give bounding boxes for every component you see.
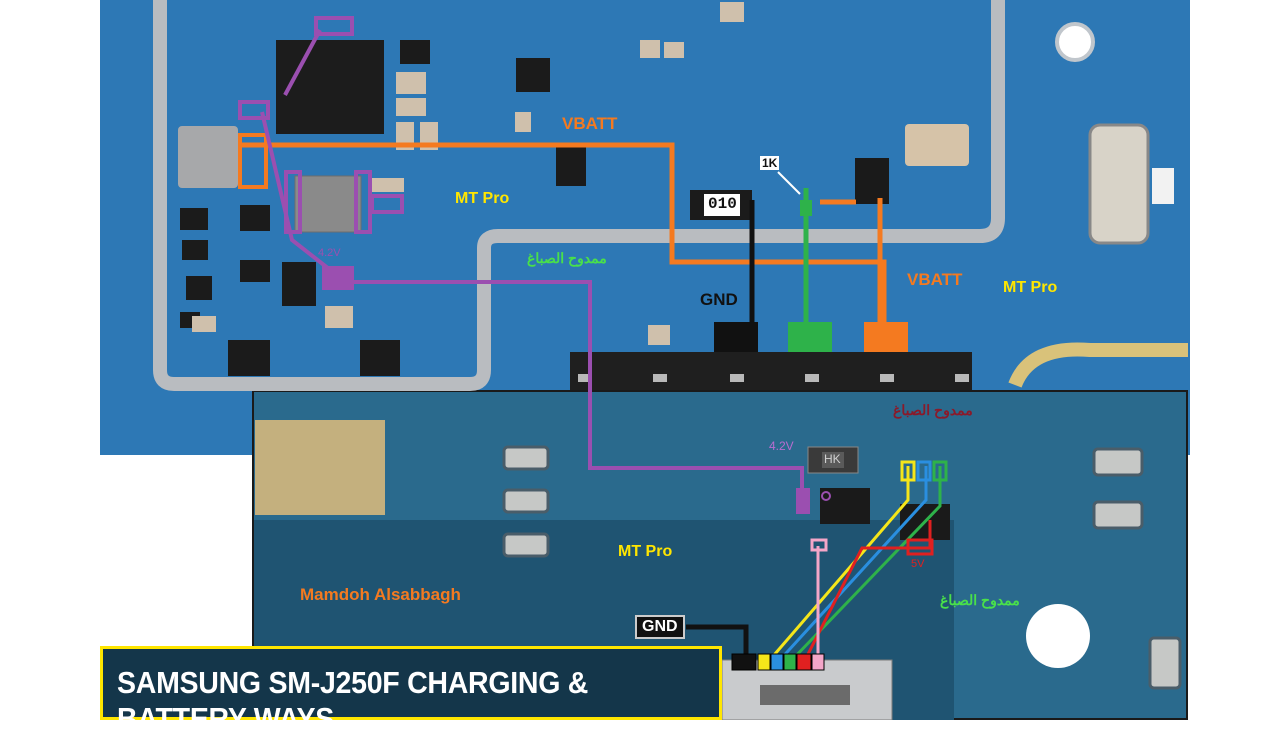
small-components-top	[180, 40, 586, 376]
connector-pins-top	[578, 374, 969, 382]
charger-ic	[294, 175, 362, 233]
gold-pad	[255, 420, 385, 515]
author-credit: Mamdoh Alsabbagh	[300, 585, 461, 604]
gnd-label-bottom: GND	[635, 615, 685, 639]
vbatt-label-right: VBATT	[907, 270, 963, 289]
vbatt-pad-top-left	[238, 133, 268, 189]
vbatt-label-top: VBATT	[562, 114, 618, 133]
resistor-010-label: 010	[708, 195, 737, 213]
sense-chip	[855, 158, 889, 204]
usb-slot	[760, 685, 850, 705]
red-trace	[802, 520, 932, 663]
yellow-trace	[766, 466, 910, 663]
gnd-trace-bottom	[686, 624, 749, 662]
arabic-watermark-1: ممدوح الصباغ	[527, 250, 607, 266]
charge-node-pad	[322, 266, 354, 290]
page-title: SAMSUNG SM-J250F CHARGING & BATTERY WAYS	[117, 665, 589, 736]
right-shield-arc	[1008, 342, 1188, 388]
charge-pads	[238, 16, 404, 234]
usb-ic-pads	[810, 460, 948, 556]
inductor	[178, 126, 238, 188]
voltage-4-2-label-bottom: 4.2V	[769, 439, 794, 453]
hk-component-label: HK	[824, 452, 841, 466]
vbatt-trace	[240, 142, 887, 330]
vbatt-connector-pad	[864, 322, 908, 352]
usb-pin-pads	[731, 653, 825, 671]
connector-block-top	[570, 352, 972, 390]
title-banner: SAMSUNG SM-J250F CHARGING & BATTERY WAYS	[100, 646, 722, 736]
resistor-1k-label: 1K	[760, 156, 780, 170]
charge-test-point	[821, 491, 831, 501]
test-pads	[502, 445, 1182, 690]
charge-node-pad-bottom	[796, 488, 810, 514]
arabic-watermark-2: ممدوح الصباغ	[893, 402, 973, 418]
resistor-010-label-bg	[704, 194, 740, 216]
charge-trace	[260, 29, 804, 512]
top-shield-frames	[153, 0, 1005, 391]
hk-label-bg	[822, 452, 844, 468]
board-artwork	[153, 0, 1188, 720]
voltage-4-2-label-top: 4.2V	[318, 247, 341, 259]
voltage-5v-label: 5V	[911, 558, 925, 570]
mt-pro-label-2: MT Pro	[1003, 279, 1058, 296]
arabic-watermark-3: ممدوح الصباغ	[940, 592, 1020, 608]
side-key-tab	[1152, 168, 1174, 204]
gnd-connector-pad	[714, 322, 758, 352]
mounting-hole-bottom	[1026, 604, 1090, 668]
side-key-connector	[1088, 123, 1150, 245]
pmic-chip	[276, 40, 384, 134]
green-resistor-pad	[800, 200, 812, 216]
mt-pro-label-3: MT Pro	[618, 543, 673, 560]
blue-trace	[776, 466, 928, 664]
diagram-stage: VBATT VBATT MT Pro MT Pro MT Pro ممدوح ا…	[100, 0, 1190, 736]
capacitor-right-large	[905, 124, 969, 166]
green-connector-pad	[788, 322, 832, 352]
gnd-label-top: GND	[700, 290, 738, 309]
1k-pointer	[777, 171, 801, 195]
mounting-hole-top-right	[1055, 22, 1095, 62]
mt-pro-label-1: MT Pro	[455, 190, 510, 207]
charge-ic-bottom	[820, 488, 870, 524]
